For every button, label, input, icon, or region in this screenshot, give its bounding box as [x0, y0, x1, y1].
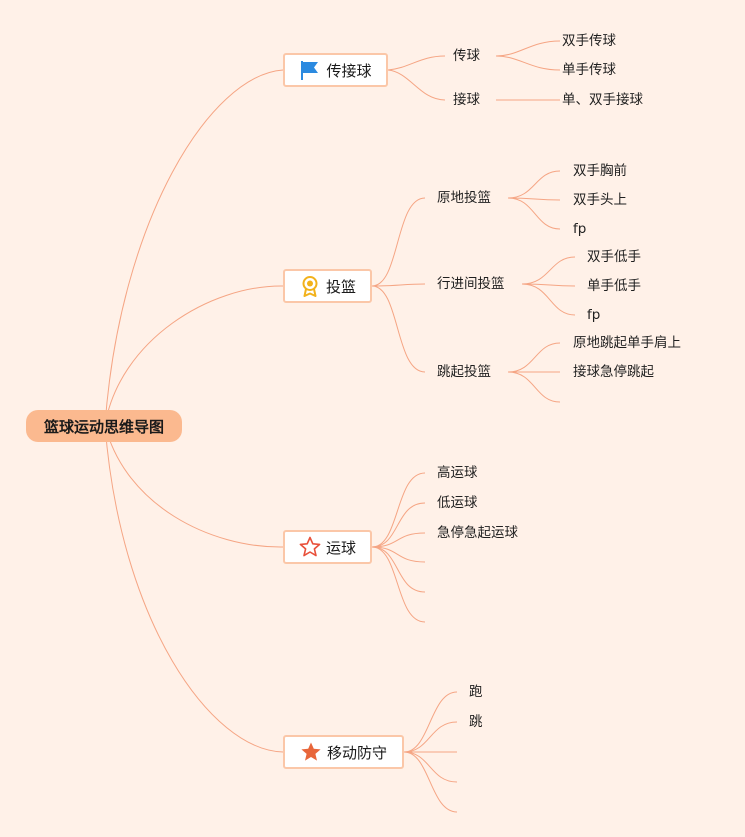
star-outline-icon	[299, 536, 321, 558]
link-shoot-yuandi	[371, 197, 426, 287]
flag-icon	[299, 59, 321, 81]
subtopic-xingjin[interactable]: 行进间投篮	[437, 276, 505, 292]
leaf-item[interactable]: 低运球	[437, 495, 478, 511]
leaf-item[interactable]: 双手头上	[573, 192, 627, 208]
leaf-item[interactable]: 双手低手	[587, 249, 641, 265]
link-pass-chuan	[387, 55, 446, 71]
leaf-item[interactable]: 双手传球	[562, 33, 616, 49]
subtopic-tiaoqi[interactable]: 跳起投篮	[437, 364, 491, 380]
leaf-item[interactable]: 原地跳起单手肩上	[573, 335, 681, 351]
link-root-shoot	[104, 285, 284, 426]
branch-label: 移动防守	[326, 743, 387, 762]
leaf-item[interactable]: 单手低手	[587, 278, 641, 294]
link-pass-jie	[387, 69, 446, 101]
branch-label: 投篮	[325, 277, 356, 296]
leaf-item[interactable]: fp	[573, 221, 587, 237]
subtopic-chuan[interactable]: 传球	[453, 48, 480, 64]
leaf-item[interactable]: 急停急起运球	[437, 525, 518, 541]
leaf-item[interactable]: 高运球	[437, 465, 478, 481]
link-root-dribble	[104, 424, 284, 548]
award-medal-icon	[299, 275, 321, 297]
leaf-item[interactable]: 跑	[469, 684, 483, 700]
leaf-item[interactable]: 跳	[469, 714, 483, 730]
branch-defense[interactable]: 移动防守	[283, 735, 404, 769]
leaf-item[interactable]: fp	[587, 307, 601, 323]
branch-label: 运球	[325, 538, 356, 557]
subtopic-jie[interactable]: 接球	[453, 92, 480, 108]
leaf-item[interactable]: 接球急停跳起	[573, 364, 654, 380]
branch-dribble[interactable]: 运球	[283, 530, 372, 564]
link-root-pass	[104, 69, 284, 426]
leaf-item[interactable]: 单、双手接球	[562, 92, 643, 108]
leaf-item[interactable]: 双手胸前	[573, 163, 627, 179]
link-shoot-xingjin	[371, 283, 426, 287]
branch-shoot[interactable]: 投篮	[283, 269, 372, 303]
subtopic-yuandi[interactable]: 原地投篮	[437, 190, 491, 206]
link-shoot-tiaoqi	[371, 285, 426, 373]
root-topic[interactable]: 篮球运动思维导图	[26, 410, 182, 442]
link-root-defense	[104, 424, 284, 753]
branch-pass[interactable]: 传接球	[283, 53, 388, 87]
star-filled-icon	[300, 741, 322, 763]
branch-label: 传接球	[326, 61, 372, 80]
leaf-item[interactable]: 单手传球	[562, 62, 616, 78]
